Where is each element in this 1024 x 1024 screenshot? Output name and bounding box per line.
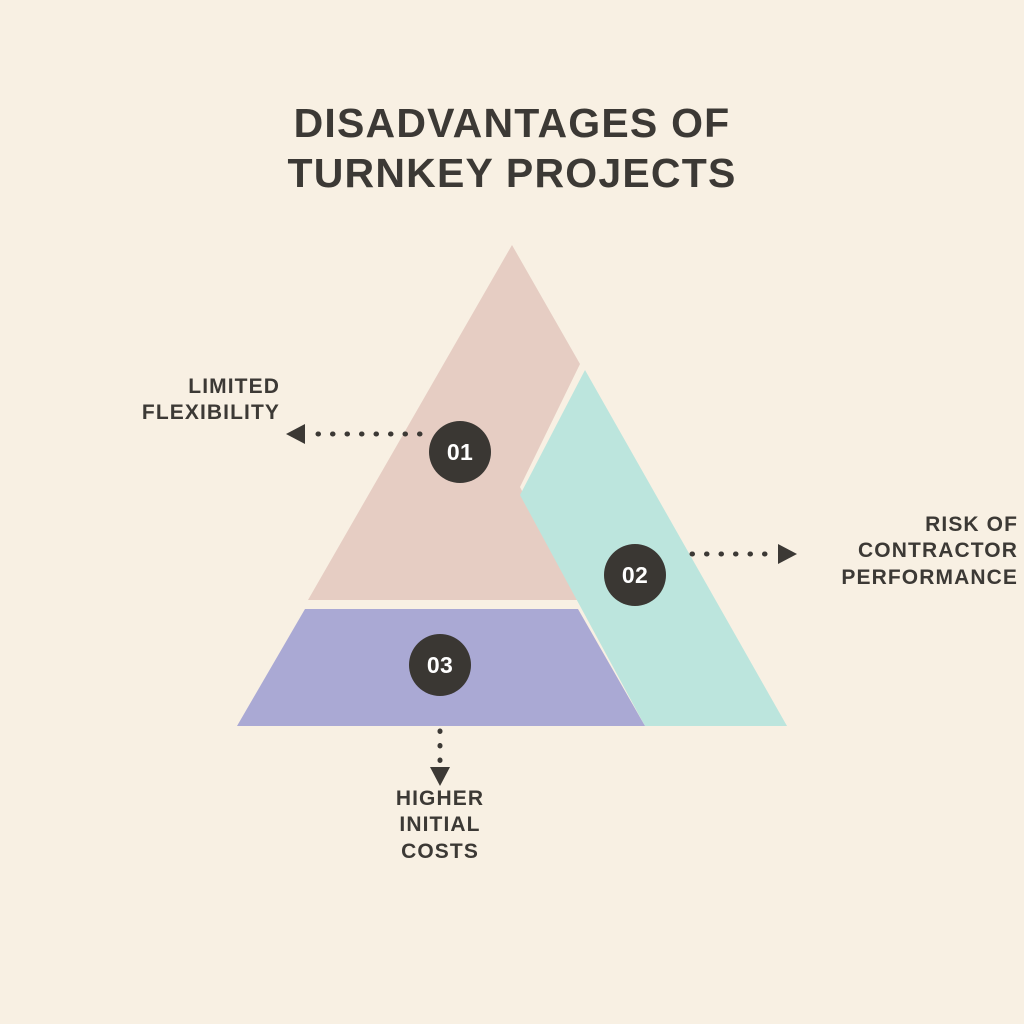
connector-down-arrowhead: [430, 767, 450, 786]
page-title: DISADVANTAGES OF TURNKEY PROJECTS: [0, 98, 1024, 198]
step-badge-01[interactable]: 01: [429, 421, 491, 483]
triangle-segment-02[interactable]: [520, 370, 787, 726]
step-badge-03[interactable]: 03: [409, 634, 471, 696]
callout-label-02-line-2: CONTRACTOR: [858, 539, 1018, 563]
step-badge-03-number: 03: [426, 651, 454, 678]
callout-label-03-line-2: INITIAL: [399, 813, 481, 837]
callout-label-02: RISK OF CONTRACTOR PERFORMANCE: [678, 512, 1018, 591]
connector-arrow-down: [430, 728, 450, 786]
callout-label-03-line-1: HIGHER: [395, 787, 485, 810]
connector-arrow-right: [689, 544, 797, 564]
step-badge-02[interactable]: 02: [604, 544, 666, 606]
callout-label-01-line-1: LIMITED: [188, 375, 280, 398]
step-badge-02-number: 02: [621, 561, 649, 588]
connector-arrow-left: [286, 424, 423, 444]
triangle-segment-01[interactable]: [308, 245, 580, 600]
callout-label-03-line-3: COSTS: [401, 839, 479, 863]
connector-left-arrowhead: [286, 424, 305, 444]
step-badge-01-number: 01: [446, 438, 474, 465]
callout-label-03: HIGHER INITIAL COSTS: [340, 786, 540, 865]
page-title-line-2: TURNKEY PROJECTS: [287, 150, 737, 197]
callout-label-02-line-1: RISK OF: [925, 513, 1018, 536]
callout-label-02-line-3: PERFORMANCE: [841, 565, 1018, 589]
callout-label-01-line-2: FLEXIBILITY: [141, 401, 280, 425]
connector-right-arrowhead: [778, 544, 797, 564]
page-title-line-1: DISADVANTAGES OF: [293, 100, 731, 146]
callout-label-01: LIMITED FLEXIBILITY: [20, 374, 280, 427]
